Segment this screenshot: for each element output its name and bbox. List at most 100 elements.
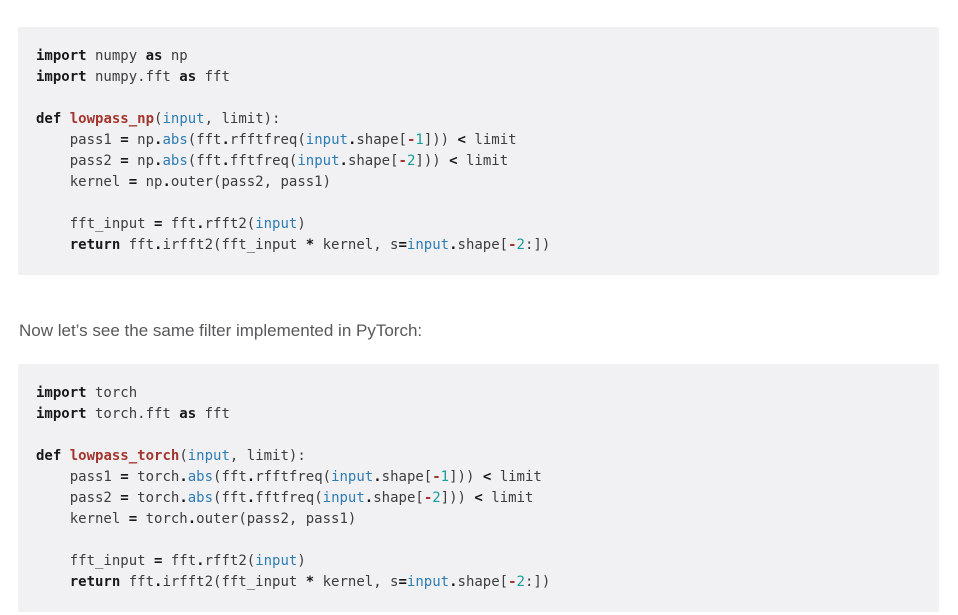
code-token: 2 [516,237,525,253]
code-line: pass1 = np.abs(fft.rfftfreq(input.shape[… [36,130,921,151]
code-token: shape[ [381,469,433,485]
code-token: rfftfreq( [229,132,306,148]
code-token: = [154,216,163,232]
code-token: shape[ [347,153,399,169]
code-token: return [69,574,121,590]
code-token: < [474,490,483,506]
code-token: = [398,237,407,253]
code-token [61,111,69,127]
code-token: 2 [406,153,416,169]
code-token: import [36,406,87,422]
body-paragraph: Now let’s see the same filter implemente… [19,321,423,340]
code-token: input [162,111,205,127]
code-token: pass2 [36,490,121,506]
code-line: pass2 = torch.abs(fft.fftfreq(input.shap… [36,488,921,509]
code-token: - [398,153,407,169]
code-token: . [196,216,205,232]
code-token: = [128,174,138,190]
code-token: ( [179,448,188,464]
code-token: rfft2( [204,553,256,569]
code-line: import numpy.fft as fft [36,67,921,88]
code-token: input [406,574,450,590]
code-token: input [255,216,298,232]
code-token: import [36,48,87,64]
code-token: = [128,511,138,527]
code-token: np [128,132,155,148]
code-token: rfft2( [204,216,256,232]
code-token: 1 [440,469,450,485]
code-token: < [482,469,492,485]
code-line [36,530,921,551]
code-token: * [305,237,315,253]
code-token: np [162,48,188,64]
code-token: . [187,511,197,527]
code-token: . [221,153,230,169]
code-token: . [154,237,163,253]
code-token: (fft [213,490,247,506]
code-token: . [179,469,188,485]
code-token: import [36,69,87,85]
code-line: fft_input = fft.rfft2(input) [36,214,921,235]
code-token: kernel, s [314,574,399,590]
code-token: limit [457,153,509,169]
code-token: numpy [86,48,146,64]
code-token: = [120,132,129,148]
code-token: shape[ [356,132,407,148]
code-token [61,448,69,464]
code-line: import torch [36,383,921,404]
code-token: 1 [415,132,424,148]
code-token: input [305,132,348,148]
code-token: ])) [449,469,483,485]
code-token: fftfreq( [255,490,323,506]
code-token: lowpass_torch [69,448,180,464]
code-token: ])) [415,153,450,169]
code-token: def [36,448,62,464]
code-token: abs [162,132,188,148]
code-token: irfft2(fft_input [162,574,306,590]
code-line: def lowpass_torch(input, limit): [36,446,921,467]
code-token: , limit): [204,111,281,127]
code-token: def [36,111,62,127]
code-token: limit [482,490,534,506]
code-token: outer(pass2, pass1) [196,511,357,527]
code-token: (fft [187,153,222,169]
code-token: . [246,469,256,485]
code-token: fft [162,553,197,569]
code-token [36,237,70,253]
code-token: :]) [524,237,551,253]
code-token: input [406,237,450,253]
code-token: = [120,490,129,506]
code-token: fft_input [36,553,155,569]
code-token: pass1 [36,469,121,485]
code-token: input [255,553,298,569]
code-token: input [297,153,340,169]
code-line: return fft.irfft2(fft_input * kernel, s=… [36,235,921,256]
code-token: . [154,574,163,590]
code-token: , limit): [229,448,306,464]
code-token: abs [187,469,214,485]
code-token: . [154,132,163,148]
code-token: shape[ [457,237,509,253]
code-token: 2 [516,574,525,590]
code-token: ])) [440,490,475,506]
code-token: torch [86,385,138,401]
code-token: input [322,490,365,506]
code-line: kernel = np.outer(pass2, pass1) [36,172,921,193]
code-token: . [179,490,188,506]
code-token: - [508,237,517,253]
code-token: = [120,469,129,485]
code-token: fft [120,574,155,590]
code-token: :]) [524,574,551,590]
code-token [36,574,70,590]
code-token: input [331,469,374,485]
code-token: fft [196,69,230,85]
code-line: return fft.irfft2(fft_input * kernel, s=… [36,572,921,593]
code-line [36,88,921,109]
code-token: ) [297,216,306,232]
code-token: . [196,553,205,569]
code-token: torch [137,511,188,527]
code-line [36,425,921,446]
